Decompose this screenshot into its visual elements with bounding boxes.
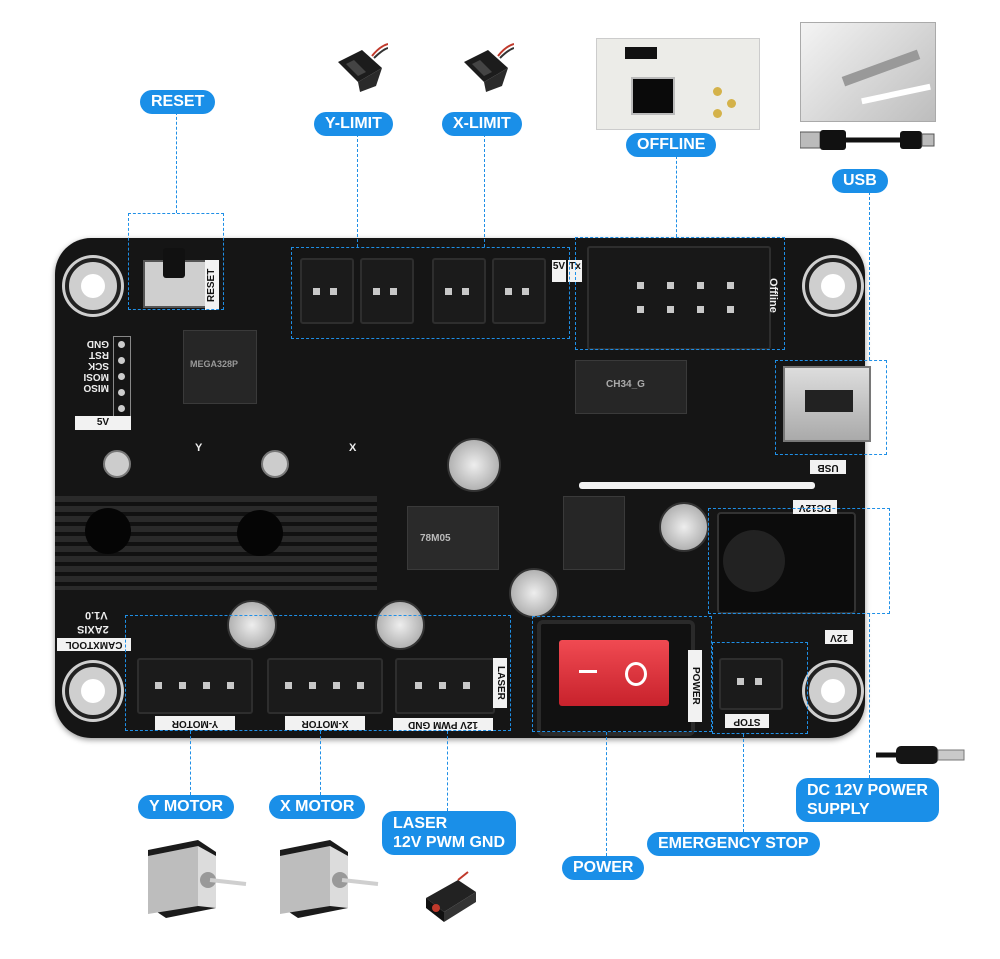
capacitor-4: [227, 600, 277, 650]
mounting-hole-top-left: [65, 258, 121, 314]
offline-header[interactable]: [587, 246, 771, 350]
motor-outline: [125, 615, 511, 731]
usb-outline: [775, 360, 887, 455]
stop-outline: [712, 642, 808, 734]
y-motor-label: Y MOTOR: [138, 795, 235, 819]
x-limit-connector-1[interactable]: [432, 258, 486, 324]
isp-rst: RST: [89, 349, 109, 360]
y-motor-leader: [190, 731, 191, 795]
x-limit-switch-image: [458, 42, 515, 98]
version-silk: V1.0: [85, 609, 108, 621]
laptop-image: [800, 22, 936, 122]
camxtool-silk: CAMXTOOL: [57, 638, 131, 651]
isp-mosi: MOSI: [83, 371, 109, 382]
twelve-v-silk: 12V: [825, 630, 853, 644]
dc-plug-image: [876, 742, 966, 768]
isp-gnd: GND: [86, 338, 109, 349]
power-switch-rocker[interactable]: [559, 640, 669, 706]
capacitor-1: [447, 438, 501, 492]
usb-silk: USB: [810, 460, 846, 474]
mounting-hole-top-right: [805, 258, 861, 314]
power-label: POWER: [562, 856, 645, 880]
isp-5v-silk: 5V: [75, 416, 131, 430]
emergency-stop-connector[interactable]: [719, 658, 783, 710]
mounting-hole-bottom-right: [805, 663, 861, 719]
isp-labels: MISO MOSI SCK RST GND: [69, 338, 109, 393]
x-axis-mark: X: [349, 442, 357, 454]
x-motor-leader: [320, 731, 321, 795]
offline-leader: [676, 156, 677, 237]
laser-label-line2: 12V PWM GND: [393, 834, 506, 851]
stop-leader: [743, 734, 744, 832]
silk-stripe: [579, 482, 815, 489]
laser-module-image: [420, 868, 482, 926]
isp-miso: MISO: [83, 382, 109, 393]
dc-jack[interactable]: [717, 512, 856, 614]
offline-label: OFFLINE: [626, 133, 717, 157]
trim-pot-y[interactable]: [103, 450, 131, 478]
y-stepper-motor-image: [140, 836, 250, 920]
power-silk: POWER: [688, 650, 702, 722]
offline-silk: Offline: [767, 278, 779, 313]
capacitor-5: [375, 600, 425, 650]
dc-power-label: DC 12V POWER SUPPLY: [796, 778, 939, 822]
x-limit-label: X-LIMIT: [442, 112, 522, 136]
usb-label: USB: [832, 169, 888, 193]
five-v-silk: 5V: [552, 260, 566, 282]
emergency-stop-label: EMERGENCY STOP: [647, 832, 820, 856]
isp-sck: SCK: [87, 360, 109, 371]
mosfet: [563, 496, 625, 570]
dc-power-label-line2: SUPPLY: [807, 801, 870, 818]
x-limit-connector-2[interactable]: [492, 258, 546, 324]
x-motor-connector[interactable]: [267, 658, 383, 714]
capacitor-2: [659, 502, 709, 552]
power-switch[interactable]: [537, 620, 695, 736]
voltage-regulator: 78M05: [407, 506, 499, 570]
reset-outline: [128, 213, 224, 310]
isp-header[interactable]: [113, 336, 131, 420]
laser-leader: [447, 731, 448, 811]
mcu-chip: MEGA328P: [183, 330, 257, 404]
dc-leader: [869, 614, 870, 778]
laser-silk: LASER: [493, 658, 507, 708]
y-limit-label: Y-LIMIT: [314, 112, 393, 136]
y-limit-leader: [357, 134, 358, 247]
trim-pot-x[interactable]: [261, 450, 289, 478]
reset-leader: [176, 112, 177, 213]
usb-port[interactable]: [783, 366, 871, 442]
power-outline: [532, 616, 712, 732]
x-limit-leader: [484, 134, 485, 247]
y-axis-mark: Y: [195, 442, 203, 454]
x-motor-label: X MOTOR: [269, 795, 366, 819]
power-leader: [606, 732, 607, 856]
usb-serial-chip: CH34_G: [575, 360, 687, 414]
capacitor-3: [509, 568, 559, 618]
laser-label: LASER 12V PWM GND: [382, 811, 517, 855]
dc-outline: [708, 508, 890, 614]
mounting-hole-bottom-left: [65, 663, 121, 719]
y-motor-connector[interactable]: [137, 658, 253, 714]
reset-label: RESET: [140, 90, 216, 114]
two-axis-silk: 2AXIS: [77, 623, 109, 635]
usb-leader: [869, 192, 870, 360]
laser-connector[interactable]: [395, 658, 495, 714]
reset-button[interactable]: [143, 248, 207, 308]
y-limit-switch-image: [332, 42, 389, 98]
y-limit-connector-2[interactable]: [360, 258, 414, 324]
controller-board: RESET 5V Tx Offline MISO MOSI SCK RST GN…: [55, 238, 871, 738]
limit-outline: [291, 247, 570, 339]
x-stepper-motor-image: [272, 836, 382, 920]
dc-power-label-line1: DC 12V POWER: [807, 782, 928, 799]
usb-cable-image: [799, 128, 936, 152]
driver-knob-1: [85, 508, 131, 554]
laser-label-line1: LASER: [393, 815, 448, 832]
offline-outline: [575, 237, 785, 350]
driver-knob-2: [237, 510, 283, 556]
y-limit-connector-1[interactable]: [300, 258, 354, 324]
offline-controller-image: [596, 38, 760, 130]
